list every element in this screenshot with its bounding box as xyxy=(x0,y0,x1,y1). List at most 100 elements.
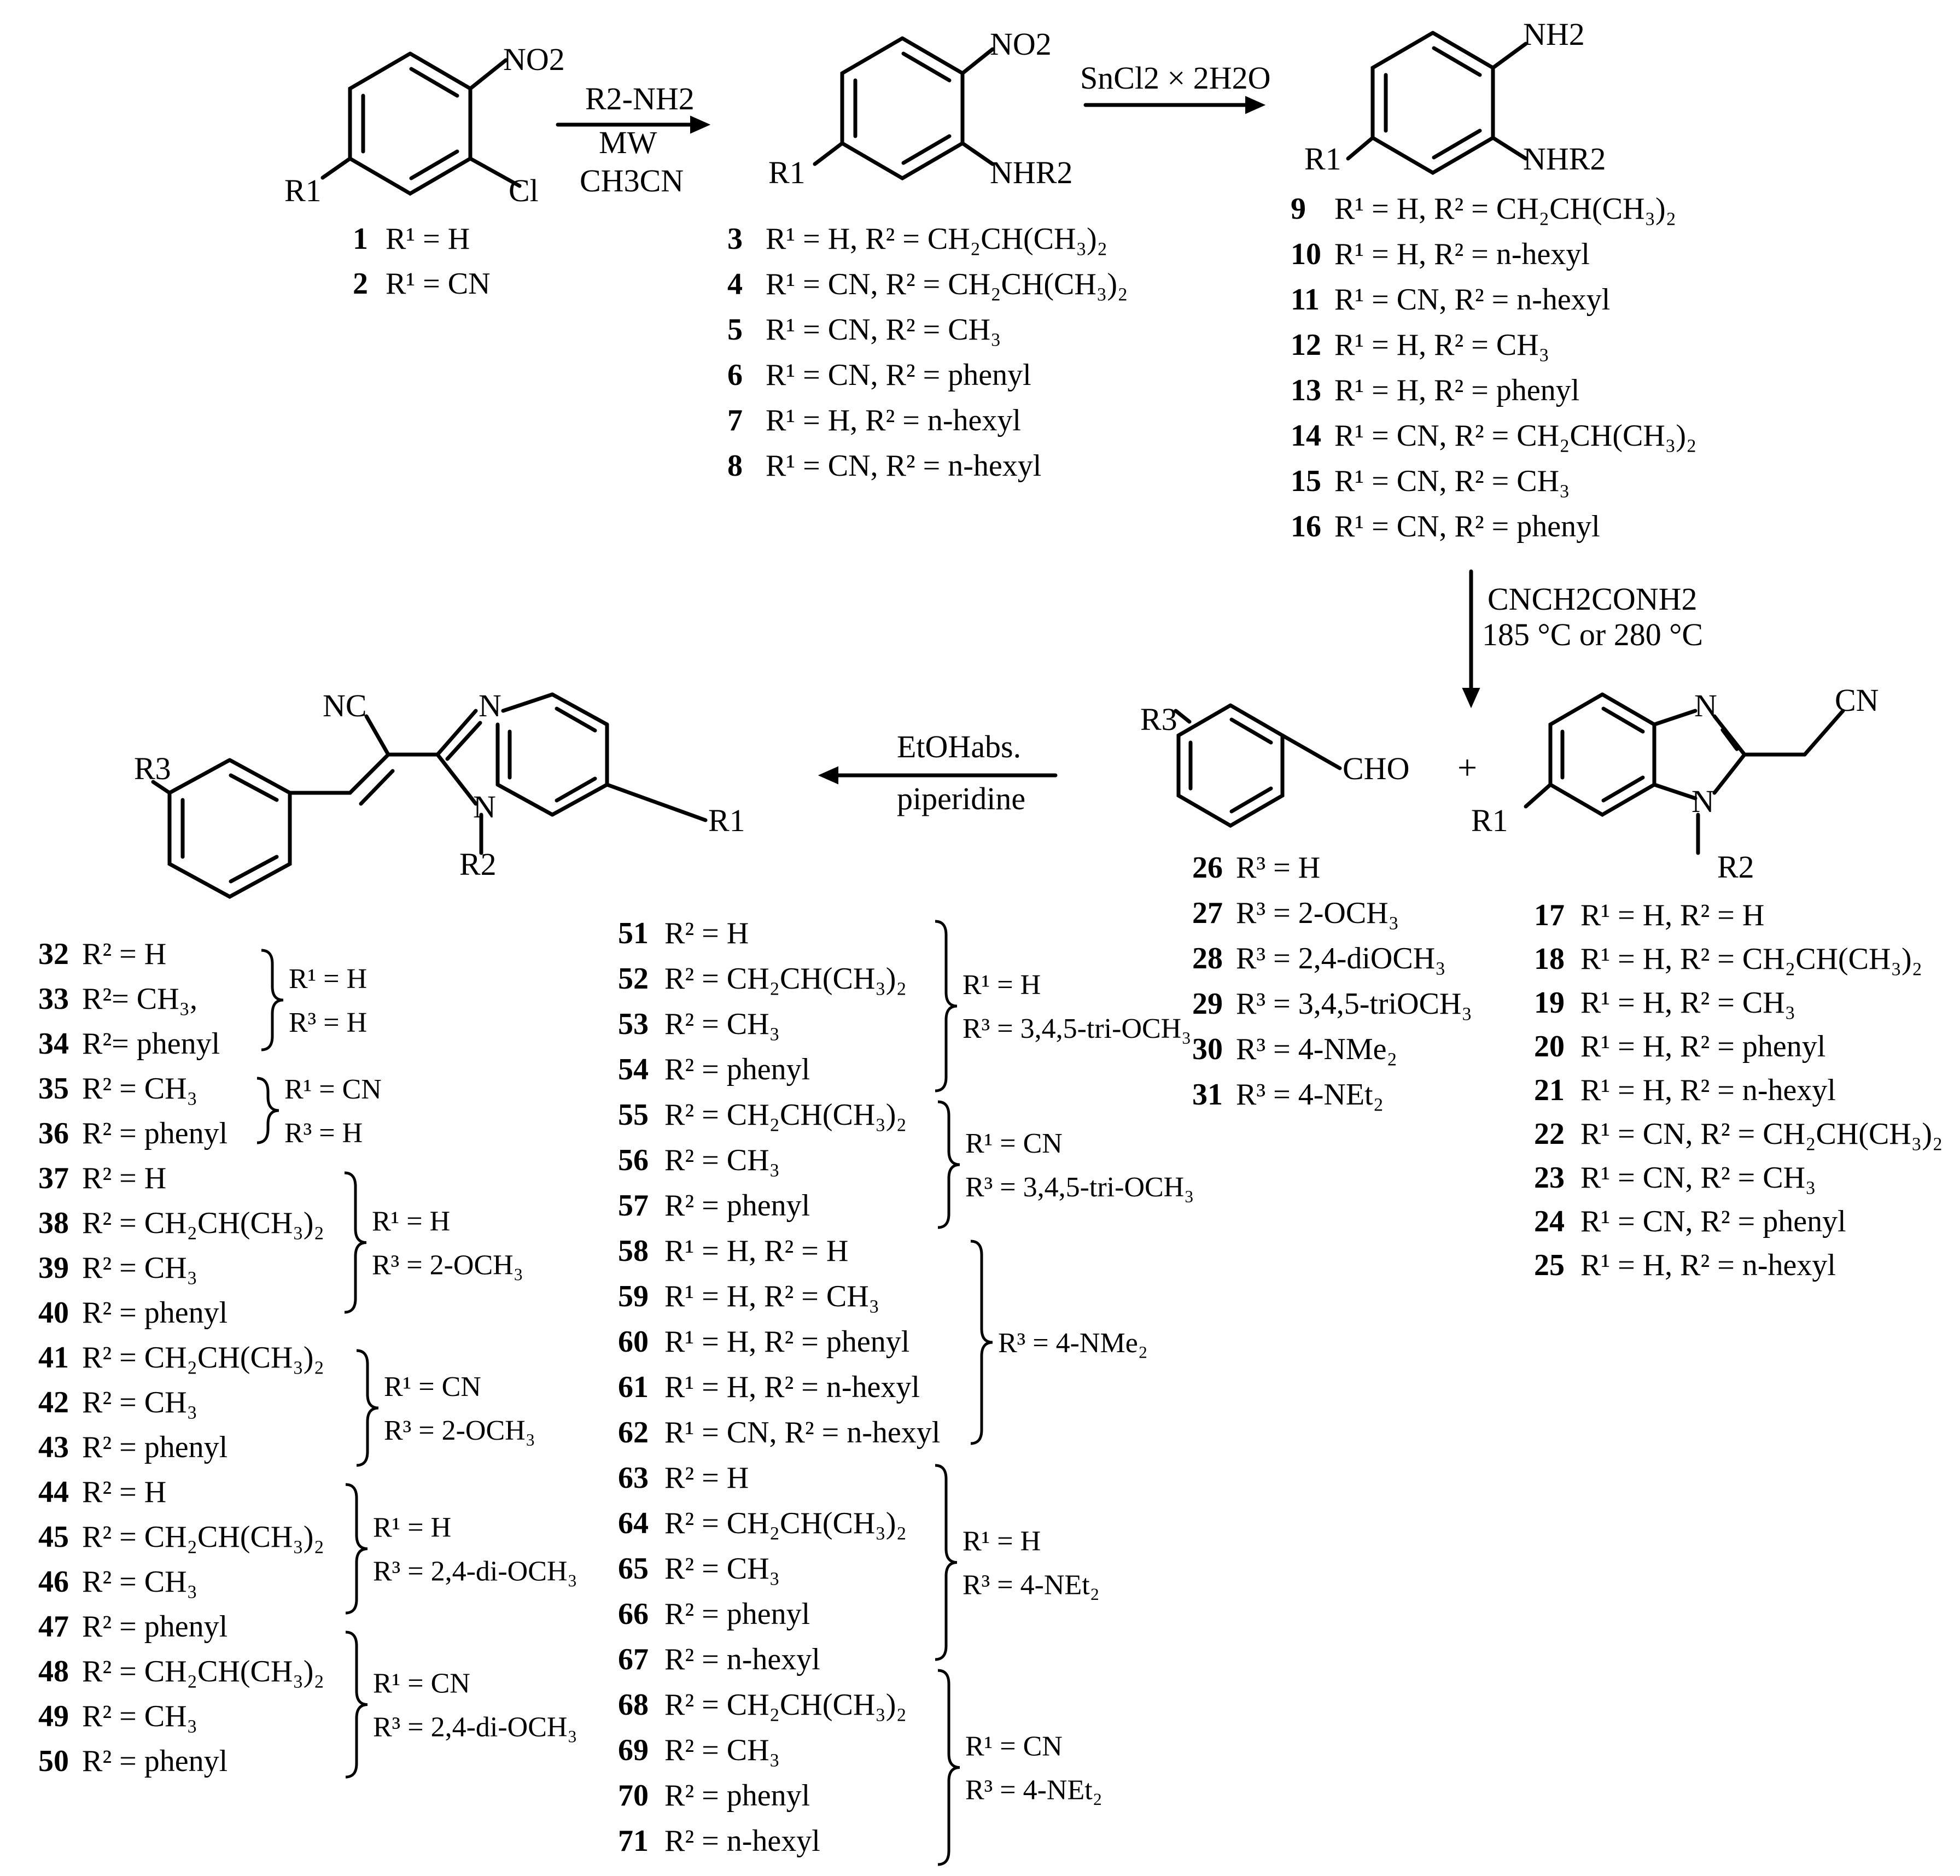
compound-substituents: R¹ = CN, R² = CH₃ xyxy=(766,313,1001,347)
compound-number: 47 xyxy=(38,1610,69,1644)
brace-b51 xyxy=(935,920,958,1092)
cho-label: CHO xyxy=(1343,751,1409,786)
compound-number: 52 xyxy=(618,962,649,996)
compound-substituents: R¹ = CN, R² = n-hexyl xyxy=(1334,283,1610,317)
brace-label-b55: R³ = 3,4,5-tri-OCH₃ xyxy=(965,1172,1194,1203)
compound-number: 41 xyxy=(38,1341,69,1375)
compound-number: 57 xyxy=(618,1189,649,1223)
r1-label: R1 xyxy=(284,173,322,208)
compound-number: 46 xyxy=(38,1565,69,1599)
compound-substituents: R² = phenyl xyxy=(664,1779,810,1813)
amine-label: NH2 xyxy=(1523,16,1585,52)
compound-entry-67: 67 R² = n-hexyl xyxy=(618,1643,820,1676)
compound-substituents: R³ = 4-NMe₂ xyxy=(1236,1032,1397,1066)
compound-substituents: R¹ = CN, R² = phenyl xyxy=(1580,1205,1846,1238)
compound-substituents: R² = CH₂CH(CH₃)₂ xyxy=(664,1506,907,1540)
compound-substituents: R¹ = H, R² = n-hexyl xyxy=(1580,1073,1836,1107)
arrow-step2: SnCl2 × 2H2O xyxy=(1080,60,1271,114)
compound-substituents: R² = n-hexyl xyxy=(664,1643,820,1676)
brace-label-b63: R³ = 4-NEt₂ xyxy=(962,1570,1100,1601)
compound-substituents: R¹ = CN, R² = CH₂CH(CH₃)₂ xyxy=(1334,419,1696,453)
compound-substituents: R¹ = H, R² = CH₃ xyxy=(1580,986,1795,1020)
compound-number: 33 xyxy=(38,982,69,1016)
compound-number: 25 xyxy=(1534,1248,1565,1282)
brace-label-b55: R¹ = CN xyxy=(965,1128,1063,1159)
compound-number: 38 xyxy=(38,1206,69,1240)
compound-number: 29 xyxy=(1192,987,1223,1021)
compound-substituents: R¹ = H, R² = phenyl xyxy=(664,1325,909,1359)
brace-label-b44: R³ = 2,4-di-OCH₃ xyxy=(373,1556,578,1587)
compound-substituents: R¹ = H, R² = n-hexyl xyxy=(766,404,1021,437)
compound-number: 55 xyxy=(618,1098,649,1132)
step3-reagent: CNCH2CONH2 xyxy=(1488,581,1698,617)
compound-substituents: R¹ = H, R² = H xyxy=(664,1234,848,1268)
compound-substituents: R² = CH₂CH(CH₃)₂ xyxy=(664,1098,907,1132)
compound-substituents: R² = phenyl xyxy=(664,1597,810,1631)
compound-number: 70 xyxy=(618,1779,649,1813)
brace-label-b63: R¹ = H xyxy=(962,1526,1041,1557)
compound-number: 42 xyxy=(38,1386,69,1419)
brace-b37 xyxy=(344,1171,367,1314)
compound-substituents: R¹ = CN, R² = CH₃ xyxy=(1334,464,1570,498)
compound-number: 58 xyxy=(618,1234,649,1268)
compound-entry-47: 47 R² = phenyl xyxy=(38,1610,228,1644)
compound-number: 31 xyxy=(1192,1078,1223,1112)
cn-label: CN xyxy=(1835,682,1879,718)
compound-substituents: R¹ = CN, R² = n-hexyl xyxy=(766,449,1041,483)
r1-label: R1 xyxy=(768,155,806,190)
compound-substituents: R³ = 2,4-diOCH₃ xyxy=(1236,942,1446,975)
brace-b41 xyxy=(356,1349,379,1467)
structure-nitroaniline: NO2 NHR2 R1 xyxy=(768,26,1072,190)
compound-number: 67 xyxy=(618,1643,649,1676)
r1-label: R1 xyxy=(1304,141,1341,177)
compound-number: 23 xyxy=(1534,1161,1565,1195)
compound-substituents: R² = phenyl xyxy=(82,1610,228,1644)
compound-number: 39 xyxy=(38,1251,69,1285)
compound-substituents: R¹ = H, R² = phenyl xyxy=(1334,373,1579,407)
structure-benzaldehyde: CHO R3 xyxy=(1140,702,1409,828)
compound-substituents: R² = CH₃ xyxy=(82,1699,197,1733)
compound-substituents: R¹ = H, R² = n-hexyl xyxy=(664,1370,920,1404)
compound-substituents: R² = CH₃ xyxy=(664,1143,780,1177)
compound-substituents: R² = phenyl xyxy=(82,1744,228,1778)
brace-label-b35: R³ = H xyxy=(284,1118,363,1149)
compound-number: 51 xyxy=(618,916,649,950)
compound-number: 27 xyxy=(1192,896,1223,930)
compound-number: 8 xyxy=(727,449,743,483)
compound-number: 4 xyxy=(727,267,743,301)
compound-number: 53 xyxy=(618,1007,649,1041)
chloro-label: Cl xyxy=(509,173,539,208)
nc-label: NC xyxy=(323,688,367,723)
step2-reagent: SnCl2 × 2H2O xyxy=(1080,60,1271,96)
compound-number: 7 xyxy=(727,404,743,437)
compound-substituents: R² = CH₂CH(CH₃)₂ xyxy=(82,1655,324,1688)
compound-number: 62 xyxy=(618,1416,649,1450)
r2-label: R2 xyxy=(459,846,497,882)
brace-b32 xyxy=(261,949,284,1051)
